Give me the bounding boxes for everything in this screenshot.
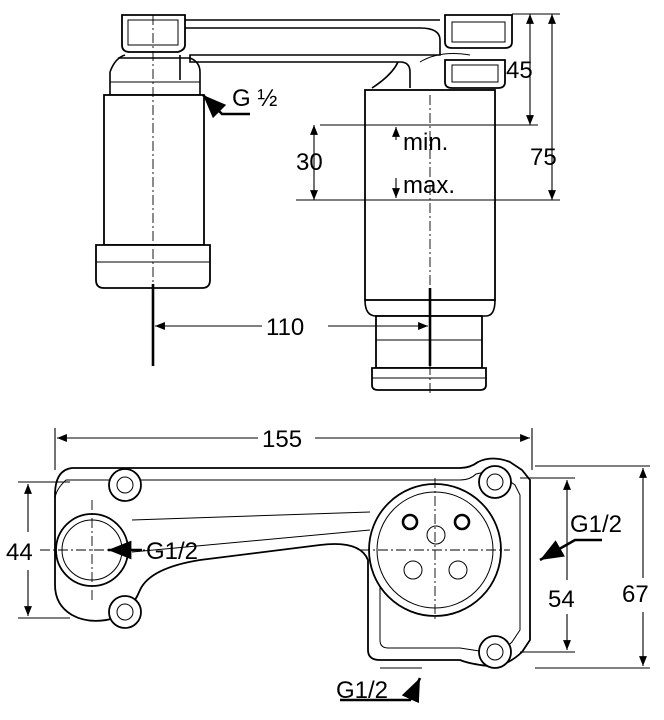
mounting-hole-bottom-left <box>108 595 142 629</box>
dim-75-label: 75 <box>530 144 557 171</box>
mounting-hole-top-left <box>108 468 142 502</box>
overall-length-dimension: 155 <box>54 426 533 470</box>
adjustment-range-dimension: 30 min. max. <box>296 125 455 200</box>
spout-body <box>109 14 513 96</box>
thread-label-g-half: G ½ <box>232 85 277 112</box>
thread-callout-g-half: G ½ <box>202 85 277 119</box>
mounting-hole-top-right <box>478 465 512 499</box>
thread-callout-left: G1/2 <box>108 538 198 565</box>
right-outlet-body <box>364 89 496 395</box>
mixing-valve-port <box>360 478 510 622</box>
valve-width-dimensions: 54 67 <box>520 465 650 669</box>
thread-label-bottom: G1/2 <box>336 677 388 704</box>
dim-45-label: 45 <box>506 57 533 84</box>
dim-44-label: 44 <box>6 539 33 566</box>
mounting-hole-bottom-right <box>478 635 512 669</box>
thread-callout-bottom: G1/2 <box>336 667 422 704</box>
dim-54-label: 54 <box>548 586 575 613</box>
thread-callout-right: G1/2 <box>539 511 622 562</box>
label-min: min. <box>403 129 448 156</box>
height-dimensions: 45 75 <box>296 13 560 201</box>
dim-155-label: 155 <box>262 426 302 453</box>
label-max: max. <box>403 172 455 199</box>
dim-110-label: 110 <box>266 314 304 341</box>
inlet-width-dimension: 44 <box>6 481 70 619</box>
thread-label-left: G1/2 <box>146 538 198 565</box>
plan-view: 155 44 54 67 G1/2 <box>6 426 650 704</box>
dim-67-label: 67 <box>622 581 649 608</box>
thread-label-right: G1/2 <box>570 511 622 538</box>
left-inlet-body <box>95 15 211 290</box>
side-elevation-view: G ½ 45 75 30 min. max. 110 <box>95 13 560 395</box>
dim-30-label: 30 <box>296 149 323 176</box>
centre-distance-dimension: 110 <box>151 284 432 366</box>
